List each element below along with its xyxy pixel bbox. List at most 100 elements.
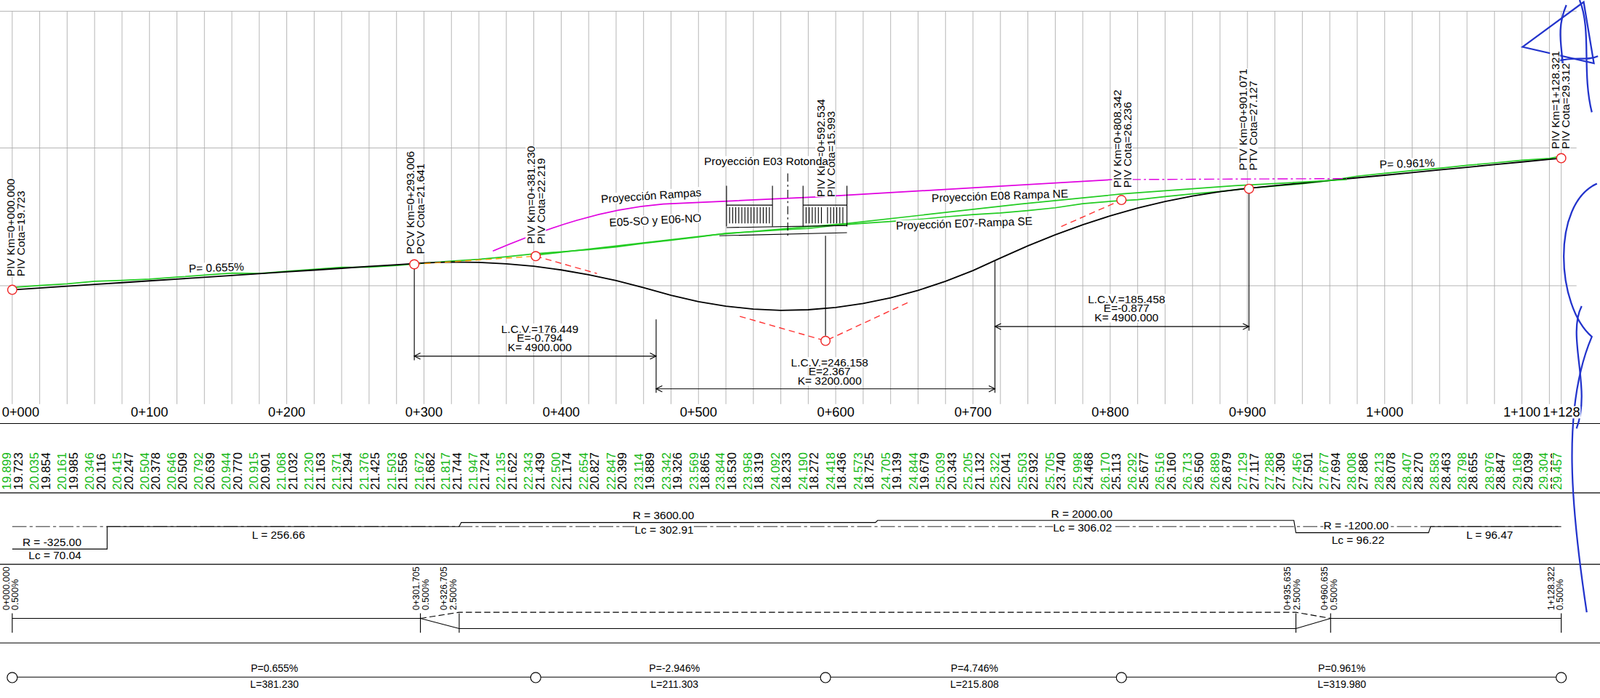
terrain-elevation: 28.583 (1429, 451, 1441, 490)
grid-line (835, 10, 837, 404)
center-line (787, 173, 789, 238)
terrain-elevation: 24.418 (825, 451, 837, 490)
station-label: 0+100 (130, 406, 168, 419)
grid-line (341, 10, 343, 404)
grade-band-label: P=-2.946% (648, 662, 700, 673)
signature-stroke (1556, 55, 1599, 62)
grade-elevation: 21.556 (397, 451, 409, 490)
terrain-elevation: 28.008 (1347, 451, 1359, 490)
alignment-label: Lc = 306.02 (1052, 522, 1112, 533)
grade-elevation: 21.425 (369, 451, 381, 490)
grade-elevation: 20.639 (205, 451, 217, 490)
projection-label: E05-SO y E06-NO (608, 212, 702, 228)
grade-elevation: 18.436 (837, 451, 848, 490)
grade-elevation: 27.309 (1275, 451, 1287, 490)
grid-line (670, 10, 672, 404)
alignment-label: R = -325.00 (22, 536, 82, 547)
grid-line (1302, 10, 1303, 404)
bridge-post (772, 185, 774, 226)
terrain-elevation: 27.129 (1237, 451, 1249, 490)
grade-band-label: L=215.808 (950, 679, 1000, 690)
projection-lines (414, 178, 1348, 341)
roundabout-line (719, 232, 848, 236)
grid-line (890, 10, 891, 404)
terrain-elevation: 20.915 (249, 451, 261, 490)
grid-line (1493, 10, 1495, 404)
ramp-projection (535, 179, 1347, 256)
superelevation-band (12, 611, 1562, 633)
terrain-elevation: 25.322 (990, 451, 1002, 490)
arrowhead (994, 323, 1001, 330)
curve-data: K= 3200.000 (797, 374, 862, 386)
superelevation-label: 0.500% (1329, 578, 1340, 610)
grade-circle (1116, 672, 1127, 683)
grade-band-label: L=319.980 (1317, 679, 1367, 690)
terrain-elevation: 28.407 (1401, 451, 1413, 490)
grade-band-label: P=0.961% (1318, 662, 1366, 673)
terrain-elevation: 22.343 (523, 451, 535, 490)
axis-line (0, 422, 1600, 424)
piv-label: PIV Km=0+592.534 (815, 98, 826, 197)
curvature-line (12, 520, 1562, 549)
piv-label: PIV Cota=15.993 (825, 111, 836, 197)
grid-line (505, 10, 507, 404)
grade-elevation: 22.041 (1001, 451, 1013, 490)
grade-circle (820, 672, 831, 683)
superelevation-label: 0+301.705 (411, 566, 422, 610)
grade-elevation: 28.078 (1385, 451, 1397, 490)
grade-elevation: 20.116 (95, 452, 107, 490)
terrain-elevation: 25.503 (1017, 451, 1029, 490)
grade-elevation: 21.163 (315, 451, 327, 490)
piv-label: PTV Cota=27.127 (1248, 80, 1259, 171)
dimension-line (656, 388, 995, 389)
grid-line (945, 10, 947, 404)
grade-line (12, 158, 1562, 311)
terrain-elevation: 24.573 (853, 451, 864, 490)
terrain-elevation: 24.705 (880, 451, 892, 490)
terrain-elevation: 26.292 (1127, 451, 1139, 490)
grid-line (0, 147, 1577, 149)
grade-elevation: 26.160 (1166, 451, 1178, 490)
grid-line (1356, 10, 1358, 404)
grid-line (999, 10, 1001, 404)
terrain-elevation: 21.068 (276, 451, 288, 490)
piv-label: PTV Km=0+901.071 (1237, 68, 1248, 171)
alignment-label: L = 256.66 (252, 528, 306, 540)
grid-line (313, 10, 315, 404)
grade-elevation: 27.886 (1358, 451, 1369, 490)
grid-line (1027, 10, 1029, 404)
terrain-elevation: 20.646 (166, 451, 178, 490)
ramp-projection (1112, 178, 1348, 180)
grade-elevation: 19.985 (68, 451, 80, 490)
terrain-elevation: 23.342 (660, 451, 672, 490)
terrain-elevation: 20.415 (111, 451, 123, 490)
grade-elevation: 21.032 (287, 451, 299, 490)
piv-circle (531, 251, 541, 261)
grade-line (830, 676, 1117, 678)
grid-line (1109, 10, 1111, 404)
grid-line (1411, 10, 1413, 404)
terrain-elevation: 26.713 (1182, 451, 1194, 490)
grid-line (176, 10, 178, 404)
terrain-elevation: 25.039 (935, 451, 947, 490)
grade-elevation: 24.468 (1084, 451, 1096, 490)
arrowhead (656, 385, 662, 392)
terrain-elevation: 20.035 (29, 451, 41, 490)
station-label: 0+700 (954, 406, 992, 419)
piv-label: PIV Cota=29.312 (1560, 63, 1571, 149)
superelevation-label: 0.500% (1556, 578, 1566, 610)
roundabout-line (726, 225, 848, 228)
transition-ticks (12, 613, 1562, 633)
alignment-label: L = 96.47 (1466, 528, 1513, 540)
grade-elevation: 18.725 (863, 451, 875, 490)
terrain-elevation: 28.976 (1484, 451, 1496, 490)
grade-band-label: P=0.655% (250, 662, 298, 673)
terrain-elevation: 28.213 (1374, 451, 1386, 490)
superelevation-label: 0.500% (10, 578, 21, 610)
grid-line (39, 10, 40, 404)
grade-elevation: 21.132 (973, 451, 985, 490)
grade-elevation: 20.827 (590, 451, 601, 490)
grade-elevation: 29.039 (1522, 451, 1534, 490)
grade-elevation: 20.509 (178, 451, 189, 490)
terrain-elevation: 25.705 (1044, 451, 1056, 490)
